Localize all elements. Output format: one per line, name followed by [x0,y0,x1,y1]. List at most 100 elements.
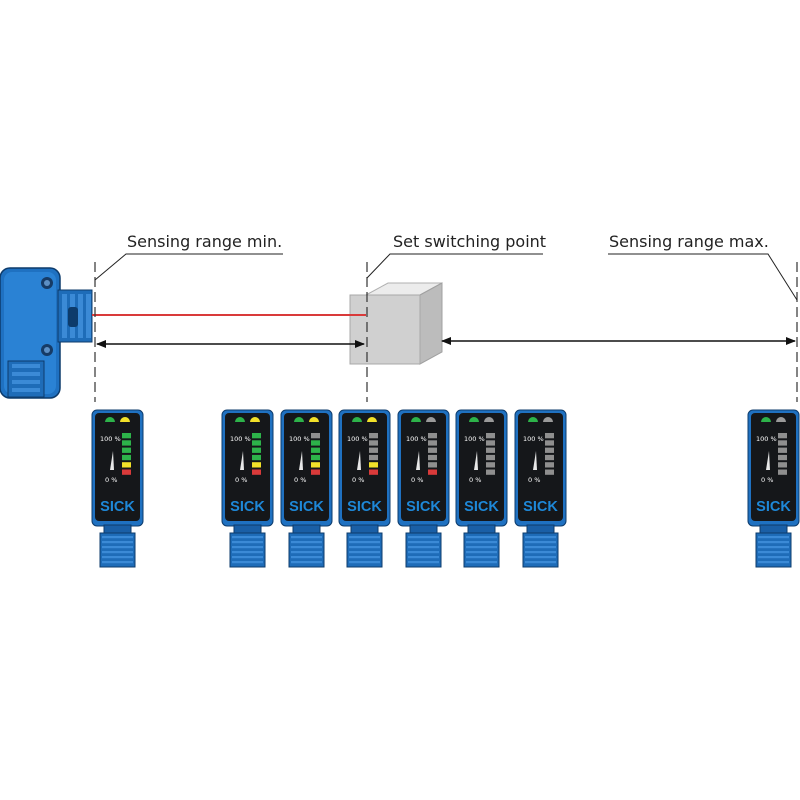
thread-line [758,561,789,564]
yellow-led-icon [426,417,436,422]
bar-segment [778,440,787,446]
scale-top-label: 100 % [406,435,427,443]
needle-icon [474,451,478,470]
scale-top-label: 100 % [756,435,777,443]
thread-line [349,556,380,559]
scale-bottom-label: 0 % [235,476,247,484]
scale-bottom-label: 0 % [294,476,306,484]
thread-line [525,556,556,559]
sick-logo: SICK [230,499,265,515]
sick-logo: SICK [289,499,324,515]
device-panel [95,413,140,521]
thread-line [408,546,439,549]
thread-line [408,551,439,554]
indicator-device: 100 % 0 % SICK [221,409,274,568]
needle-icon [240,451,244,470]
yellow-led-icon [484,417,494,422]
thread-line [525,546,556,549]
yellow-led-icon [776,417,786,422]
bar-segment [311,462,320,468]
thread-line [102,551,133,554]
connector-collar [103,524,132,534]
bar-segment [545,447,554,453]
thread-line [291,541,322,544]
target-object [349,282,443,365]
needle-icon [766,451,770,470]
thread-line [408,556,439,559]
green-led-icon [352,417,362,422]
thread-line [291,546,322,549]
label-switch-point: Set switching point [393,232,546,251]
bar-segment [428,462,437,468]
bar-segment [252,433,261,439]
thread-line [525,536,556,539]
bar-segment [369,462,378,468]
bar-segment [369,469,378,475]
device-panel [459,413,504,521]
yellow-led-icon [250,417,260,422]
thread-line [466,556,497,559]
connector-collar [292,524,321,534]
label-range-max: Sensing range max. [609,232,769,251]
yellow-led-icon [120,417,130,422]
bar-segment [778,469,787,475]
connector-collar [526,524,555,534]
thread-line [102,556,133,559]
thread-line [102,561,133,564]
bar-segment [311,469,320,475]
thread-line [349,561,380,564]
bar-segment [311,440,320,446]
thread-line [758,546,789,549]
thread-line [758,556,789,559]
bar-segment [428,454,437,461]
thread-line [466,541,497,544]
bar-segment [252,454,261,461]
scale-top-label: 100 % [230,435,251,443]
thread-line [232,561,263,564]
needle-icon [533,451,537,470]
thread-line [758,541,789,544]
thread-line [232,556,263,559]
bar-segment [122,447,131,453]
bar-segment [122,462,131,468]
indicator-device: 100 %0 %SICK [397,409,450,568]
photoelectric-sensor [0,267,93,399]
needle-icon [416,451,420,470]
connector-collar [233,524,262,534]
thread-line [758,536,789,539]
thread-line [408,561,439,564]
bar-segment [428,469,437,475]
bar-segment [122,469,131,475]
sick-logo: SICK [347,499,382,515]
bar-segment [486,454,495,461]
thread-line [102,536,133,539]
range-min-leader [94,253,283,281]
thread-line [466,546,497,549]
thread-line [291,536,322,539]
thread-line [525,541,556,544]
thread-line [232,541,263,544]
device-panel [751,413,796,521]
bar-segment [252,469,261,475]
label-range-min: Sensing range min. [127,232,282,251]
scale-top-label: 100 % [289,435,310,443]
device-panel [342,413,387,521]
thread-line [466,561,497,564]
green-led-icon [469,417,479,422]
scale-bottom-label: 0 % [352,476,364,484]
bar-segment [486,440,495,446]
green-led-icon [235,417,245,422]
scale-bottom-label: 0 % [528,476,540,484]
scale-bottom-label: 0 % [411,476,423,484]
thread-line [525,561,556,564]
green-led-icon [294,417,304,422]
scale-bottom-label: 0 % [105,476,117,484]
bar-segment [252,462,261,468]
bar-segment [369,454,378,461]
scale-top-label: 100 % [523,435,544,443]
bar-segment [428,440,437,446]
bar-segment [545,433,554,439]
bar-segment [369,440,378,446]
thread-line [466,536,497,539]
